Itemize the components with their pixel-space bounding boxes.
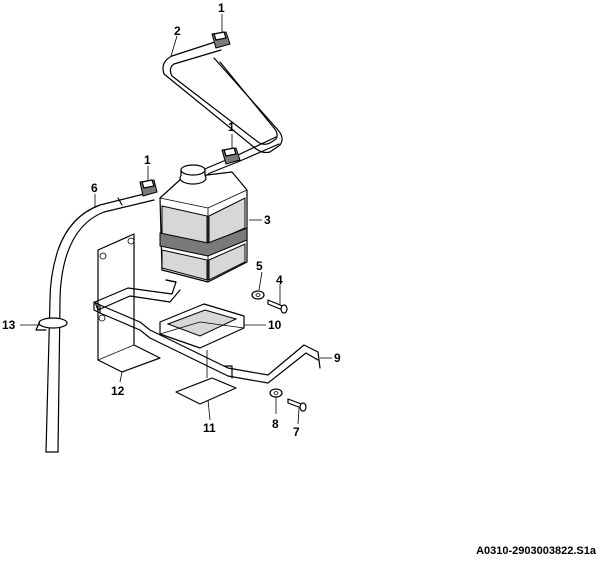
pad-11: [175, 350, 237, 405]
connector-1-left: [139, 179, 158, 197]
strap-9: [93, 301, 321, 384]
callout-7: 7: [293, 425, 300, 439]
hose-2: [162, 41, 283, 187]
callout-2: 2: [174, 24, 181, 38]
callout-6: 6: [91, 181, 98, 195]
callout-9: 9: [334, 351, 341, 365]
callout-4: 4: [276, 273, 283, 287]
callout-12: 12: [111, 384, 125, 398]
connector-1-top: [211, 31, 231, 49]
callout-5: 5: [256, 259, 263, 273]
callout-3: 3: [264, 213, 271, 227]
callout-10: 10: [268, 318, 282, 332]
holder-10: [159, 303, 245, 349]
callout-13: 13: [2, 318, 16, 332]
strap-upper: [94, 279, 181, 322]
bracket-12: [97, 233, 161, 373]
washer-8: [269, 388, 283, 398]
callout-1-middle: 1: [228, 120, 235, 134]
tank-3: [159, 164, 248, 283]
callout-labels: 1 2 1 1 6 3 5 4 10 13 9 12 11 8 7: [2, 1, 341, 439]
drawing-reference-code: A0310-2903003822.S1a: [476, 545, 596, 557]
callout-1-left: 1: [144, 153, 151, 167]
leader-lines: [20, 14, 332, 425]
bolt-7: [287, 398, 307, 412]
bolt-4: [267, 299, 288, 314]
hose-6: [45, 191, 155, 453]
callout-1-top: 1: [218, 1, 225, 15]
clamp-13: [35, 317, 68, 331]
callout-8: 8: [272, 417, 279, 431]
callout-11: 11: [203, 421, 216, 435]
washer-5: [251, 290, 265, 300]
connector-1-middle: [221, 147, 241, 165]
